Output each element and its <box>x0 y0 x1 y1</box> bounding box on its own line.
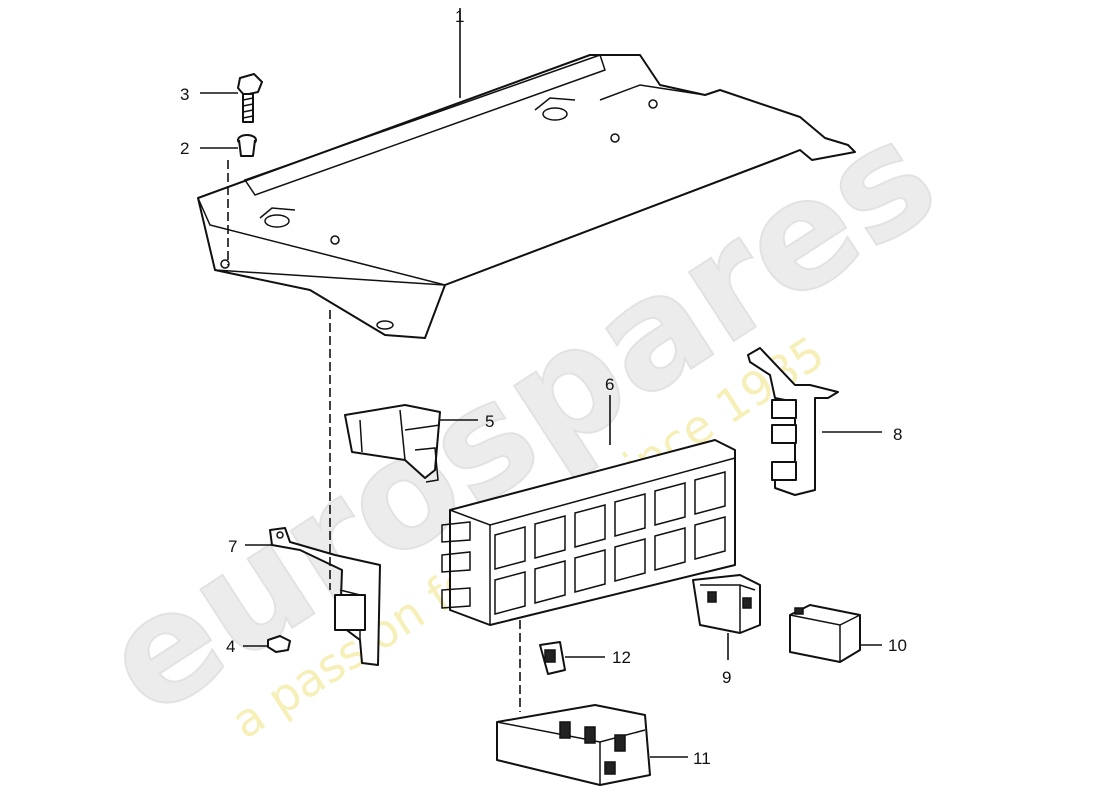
part-11-relay-block <box>496 704 651 786</box>
callout-8: 8 <box>893 425 902 444</box>
part-9-relay-socket <box>692 574 761 634</box>
part-4-nut <box>267 635 291 653</box>
relay-cell <box>574 504 606 548</box>
callout-4: 4 <box>226 637 235 656</box>
callout-9: 9 <box>722 668 731 687</box>
relay-cell <box>614 493 646 537</box>
part-5-clip-bracket <box>344 404 441 483</box>
relay-cell <box>694 471 726 515</box>
callout-12: 12 <box>612 648 631 667</box>
part-3-bolt <box>237 73 263 123</box>
callout-11: 11 <box>693 749 711 768</box>
callout-10: 10 <box>888 636 907 655</box>
relay-cells <box>494 471 726 615</box>
relay-cell <box>534 560 566 604</box>
relay-cell <box>654 527 686 571</box>
relay-cell <box>574 549 606 593</box>
part-12-small-clip <box>539 641 566 675</box>
part-2-grommet <box>237 134 257 157</box>
part-10-relay <box>789 604 861 663</box>
relay-cell <box>654 482 686 526</box>
relay-cell <box>534 515 566 559</box>
leader-lines <box>200 8 882 758</box>
callout-labels: 1 2 3 4 5 6 7 8 9 10 11 12 <box>180 7 907 768</box>
callout-1: 1 <box>455 7 464 26</box>
relay-cell <box>494 526 526 570</box>
relay-cell <box>694 516 726 560</box>
part-7-angle-bracket <box>269 527 381 666</box>
relay-cell <box>494 571 526 615</box>
callout-2: 2 <box>180 139 189 158</box>
callout-7: 7 <box>228 537 237 556</box>
callout-5: 5 <box>485 412 494 431</box>
callout-6: 6 <box>605 375 614 394</box>
callout-3: 3 <box>180 85 189 104</box>
part-8-bracket <box>747 347 839 496</box>
part-6-relay-carrier <box>441 439 736 626</box>
relay-cell <box>614 538 646 582</box>
part-1-mounting-plate <box>197 54 856 339</box>
